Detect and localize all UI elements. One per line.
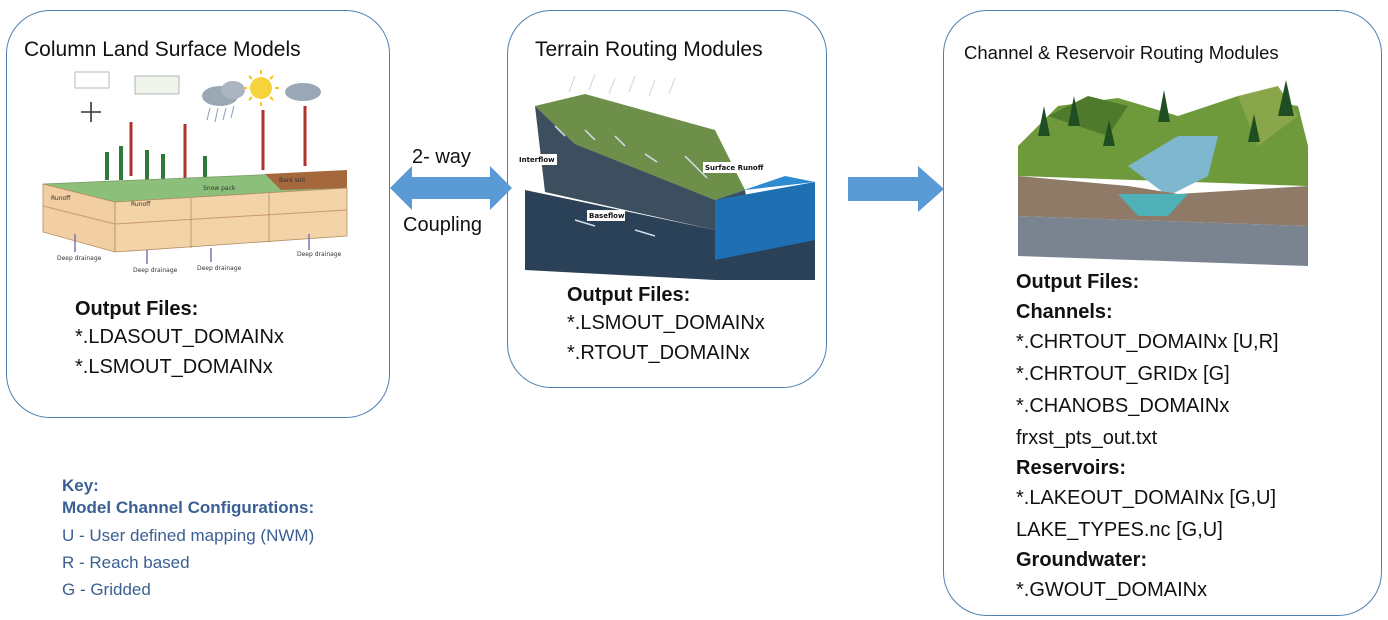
- terrain-output-file: *.LSMOUT_DOMAINx: [567, 312, 765, 334]
- column-output-file: *.LDASOUT_DOMAINx: [75, 326, 284, 348]
- column-output-label: Output Files:: [75, 298, 199, 320]
- groundwater-output-file: *.GWOUT_DOMAINx: [1016, 579, 1208, 601]
- channel-panel-title: Channel & Reservoir Routing Modules: [964, 42, 1279, 63]
- coupling-label-line2: Coupling: [403, 214, 482, 236]
- deep-drainage-label: Deep drainage: [57, 255, 102, 262]
- column-output-file: *.LSMOUT_DOMAINx: [75, 356, 273, 378]
- terrain-panel-title: Terrain Routing Modules: [535, 38, 763, 61]
- interflow-label: Interflow: [519, 156, 555, 164]
- deep-drainage-label: Deep drainage: [197, 265, 242, 272]
- groundwater-section-label: Groundwater:: [1016, 549, 1148, 571]
- key-item: R - Reach based: [62, 553, 190, 572]
- channel-output-label: Output Files:: [1016, 271, 1140, 293]
- key-item: U - User defined mapping (NWM): [62, 526, 315, 545]
- surface-runoff-label: Surface Runoff: [705, 164, 764, 172]
- baseflow-label: Baseflow: [589, 212, 625, 220]
- key-subtitle: Model Channel Configurations:: [62, 498, 315, 517]
- two-way-arrow: [390, 166, 512, 210]
- runoff-label: Runoff: [51, 195, 71, 202]
- channel-output-file: frxst_pts_out.txt: [1016, 427, 1158, 449]
- channel-reservoir-illustration: [1018, 80, 1308, 266]
- terrain-output-label: Output Files:: [567, 284, 691, 306]
- land-surface-illustration: Deep drainage Deep drainage Deep drainag…: [42, 70, 348, 274]
- runoff-label: Runoff: [131, 201, 151, 208]
- reservoir-output-file: *.LAKEOUT_DOMAINx [G,U]: [1016, 487, 1277, 509]
- deep-drainage-label: Deep drainage: [133, 267, 178, 274]
- channel-output-file: *.CHRTOUT_DOMAINx [U,R]: [1016, 331, 1279, 353]
- column-panel-title: Column Land Surface Models: [24, 38, 301, 61]
- flow-arrow: [848, 166, 944, 212]
- channel-output-file: *.CHRTOUT_GRIDx [G]: [1016, 363, 1230, 385]
- key-item: G - Gridded: [62, 580, 151, 599]
- channel-output-file: *.CHANOBS_DOMAINx: [1016, 395, 1230, 417]
- snow-pack-label: Snow pack: [203, 185, 236, 192]
- reservoir-output-file: LAKE_TYPES.nc [G,U]: [1016, 519, 1223, 541]
- key-title: Key:: [62, 476, 99, 495]
- reservoirs-section-label: Reservoirs:: [1016, 457, 1127, 479]
- terrain-routing-illustration: Interflow Surface Runoff Baseflow: [517, 73, 815, 280]
- coupling-label-line1: 2- way: [412, 146, 471, 168]
- bare-soil-label: Bare soil: [279, 177, 305, 184]
- channels-section-label: Channels:: [1016, 301, 1113, 323]
- deep-drainage-label: Deep drainage: [297, 251, 342, 258]
- terrain-output-file: *.RTOUT_DOMAINx: [567, 342, 750, 364]
